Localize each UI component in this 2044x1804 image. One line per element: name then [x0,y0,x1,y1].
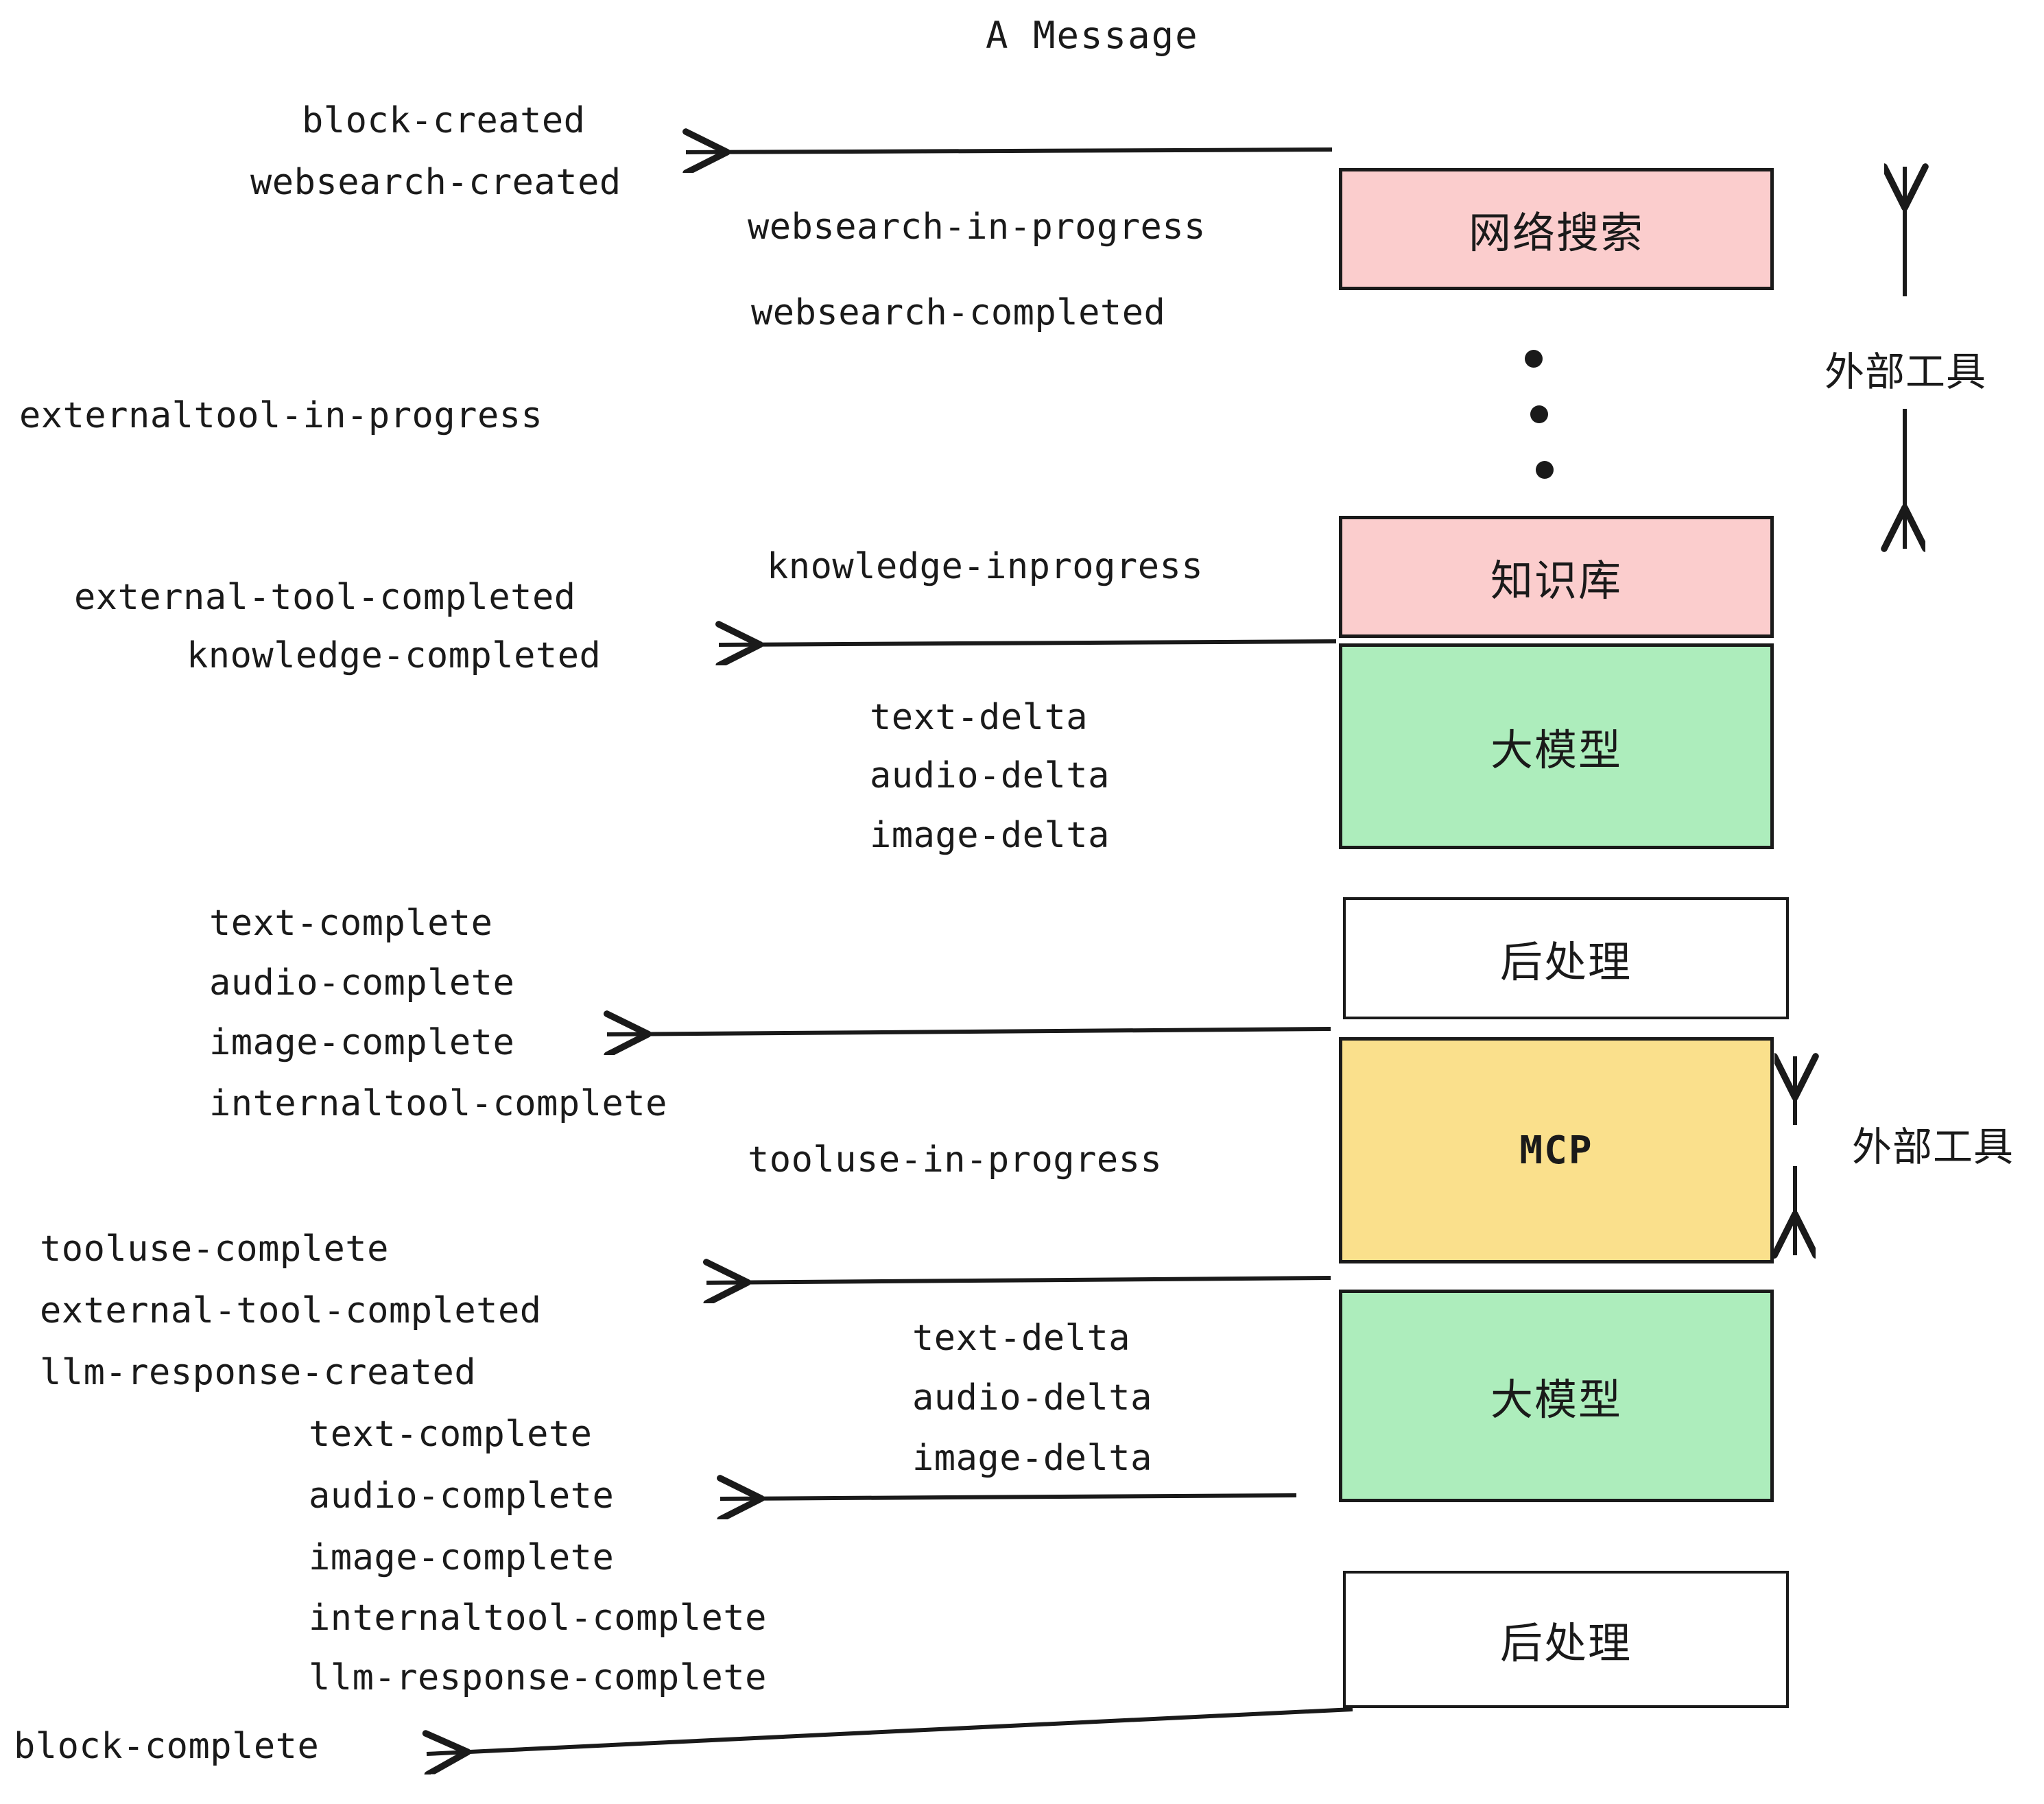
arrow-post2-to-block-complete [427,1707,1353,1754]
event-block-complete: block-complete [14,1726,320,1767]
event-internaltool-complete-second: internaltool-complete [309,1598,767,1639]
ellipsis-dot [1536,461,1554,479]
node-postprocess-first-label: 后处理 [1499,937,1632,987]
ellipsis-dot [1530,405,1548,423]
event-knowledge-inprogress: knowledge-inprogress [767,546,1204,587]
event-audio-complete-first: audio-complete [209,962,515,1004]
arrow-knowledge-to-left [719,641,1337,645]
event-block-created: block-created [302,100,586,141]
node-postprocess-first[interactable]: 后处理 [1343,897,1789,1019]
node-mcp-label: MCP [1519,1128,1593,1173]
node-mcp[interactable]: MCP [1339,1037,1774,1263]
side-label-external-tools-top: 外部工具 [1825,348,1987,395]
node-knowledge-base[interactable]: 知识库 [1339,516,1774,638]
event-knowledge-completed: knowledge-completed [187,635,602,676]
arrow-websearch-to-block [686,150,1333,152]
node-llm-second[interactable]: 大模型 [1339,1290,1774,1502]
event-image-delta-second: image-delta [912,1438,1152,1479]
node-postprocess-second-label: 后处理 [1499,1618,1632,1668]
side-label-external-tools-bottom: 外部工具 [1852,1124,2015,1170]
event-llm-response-complete: llm-response-complete [309,1657,767,1698]
page-title: A Message [986,14,1199,57]
event-external-tool-completed: external-tool-completed [74,577,576,618]
ellipsis-dot [1525,350,1543,368]
event-internaltool-complete-first: internaltool-complete [209,1083,667,1124]
event-text-complete-second: text-complete [309,1414,593,1455]
event-websearch-in-progress: websearch-in-progress [748,206,1206,248]
event-websearch-created: websearch-created [250,162,621,203]
node-websearch-label: 网络搜索 [1468,208,1644,258]
node-knowledge-base-label: 知识库 [1490,556,1622,606]
event-websearch-completed: websearch-completed [751,292,1166,333]
event-text-delta-first: text-delta [870,697,1089,738]
event-audio-delta-first: audio-delta [870,755,1110,796]
event-tooluse-in-progress: tooluse-in-progress [748,1139,1163,1180]
arrow-llm2-to-audio-complete [720,1495,1297,1499]
node-postprocess-second[interactable]: 后处理 [1343,1571,1789,1708]
event-audio-delta-second: audio-delta [912,1377,1152,1419]
node-websearch[interactable]: 网络搜索 [1339,168,1774,290]
event-text-delta-second: text-delta [912,1318,1131,1359]
arrow-llm2-to-tooluse-complete [706,1278,1331,1283]
arrow-mcp-to-image-complete [607,1029,1331,1034]
event-image-delta-first: image-delta [870,815,1110,856]
node-llm-first[interactable]: 大模型 [1339,643,1774,849]
event-text-complete-first: text-complete [209,903,493,944]
node-llm-first-label: 大模型 [1490,725,1622,775]
event-image-complete-second: image-complete [309,1537,615,1578]
event-llm-response-created: llm-response-created [40,1352,477,1393]
event-tooluse-complete: tooluse-complete [40,1229,389,1270]
event-externaltool-in-progress: externaltool-in-progress [19,395,543,436]
node-llm-second-label: 大模型 [1490,1375,1622,1425]
event-image-complete-first: image-complete [209,1022,515,1063]
event-external-tool-completed-second: external-tool-completed [40,1290,542,1331]
event-audio-complete-second: audio-complete [309,1475,615,1517]
